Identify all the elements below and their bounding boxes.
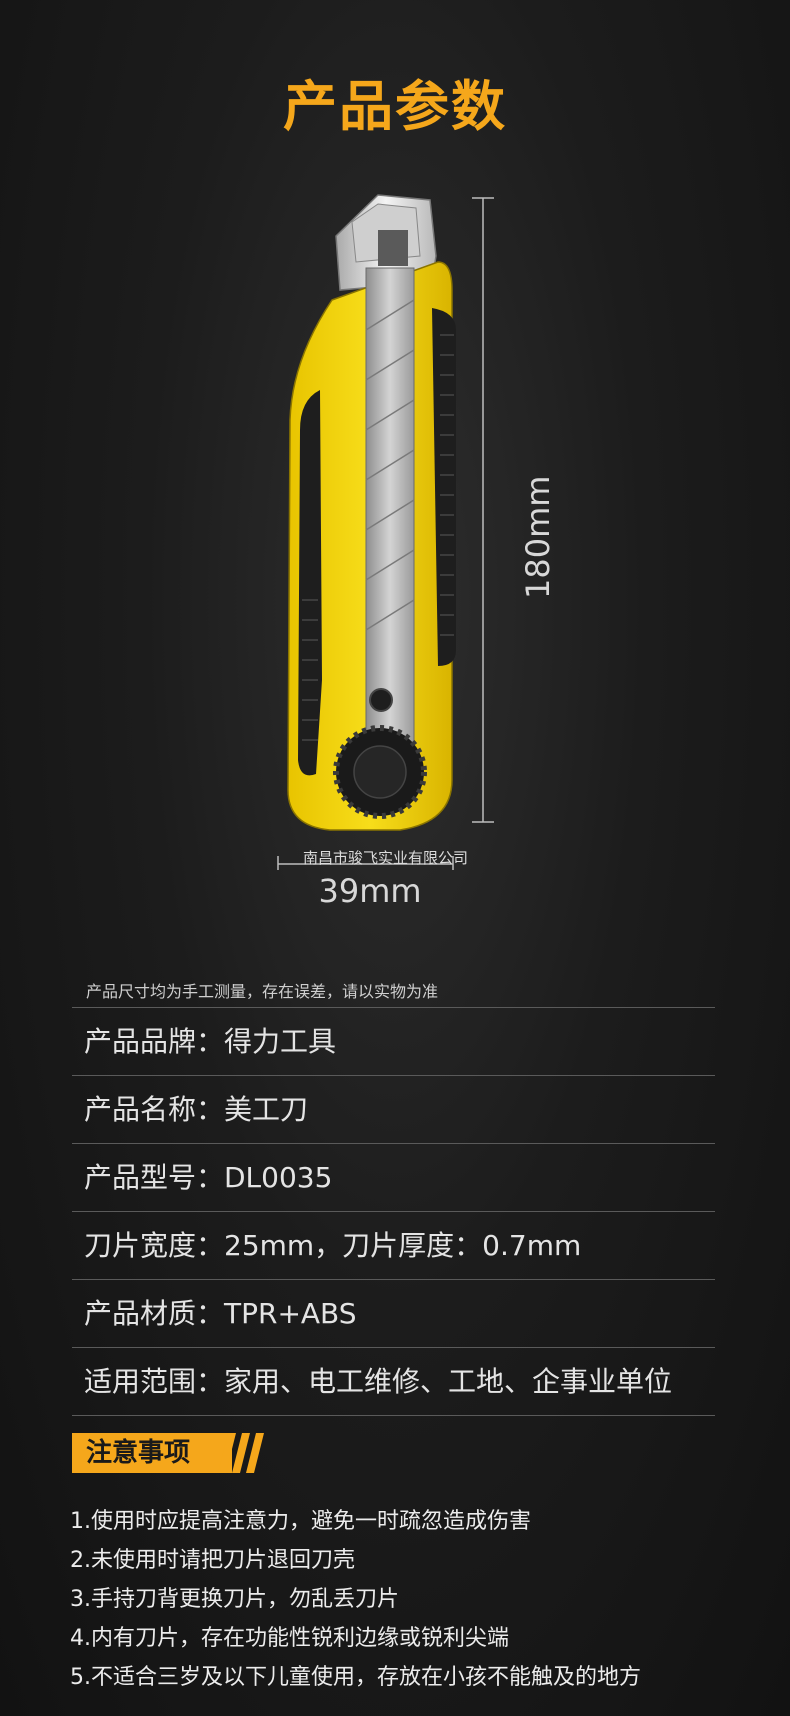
spec-list: 产品品牌：得力工具 产品名称：美工刀 产品型号：DL0035 刀片宽度：25mm… [72, 1007, 715, 1416]
company-watermark: 南昌市骏飞实业有限公司 [303, 849, 469, 867]
spec-material: 产品材质：TPR+ABS [72, 1279, 715, 1347]
width-dimension-label: 39mm [318, 872, 422, 910]
spec-product-name: 产品名称：美工刀 [72, 1075, 715, 1143]
stripe-decoration-icon [218, 1433, 264, 1473]
notice-title: 注意事项 [72, 1433, 232, 1473]
measurement-disclaimer: 产品尺寸均为手工测量，存在误差，请以实物为准 [86, 982, 439, 1001]
page-title: 产品参数 [283, 75, 507, 138]
notice-list: 1.使用时应提高注意力，避免一时疏忽造成伤害 2.未使用时请把刀片退回刀壳 3.… [70, 1502, 770, 1697]
spec-usage-scope: 适用范围：家用、电工维修、工地、企事业单位 [72, 1347, 715, 1416]
spec-model: 产品型号：DL0035 [72, 1143, 715, 1211]
notice-item: 5.不适合三岁及以下儿童使用，存放在小孩不能触及的地方 [70, 1665, 641, 1690]
utility-knife-image [277, 194, 494, 870]
height-dimension-label: 180mm [519, 475, 557, 599]
notice-item: 2.未使用时请把刀片退回刀壳 [70, 1548, 355, 1573]
spec-blade-size: 刀片宽度：25mm，刀片厚度：0.7mm [72, 1211, 715, 1279]
notice-item: 4.内有刀片，存在功能性锐利边缘或锐利尖端 [70, 1626, 509, 1651]
notice-item: 1.使用时应提高注意力，避免一时疏忽造成伤害 [70, 1509, 531, 1534]
notice-item: 3.手持刀背更换刀片，勿乱丢刀片 [70, 1587, 399, 1612]
spec-brand: 产品品牌：得力工具 [72, 1007, 715, 1075]
